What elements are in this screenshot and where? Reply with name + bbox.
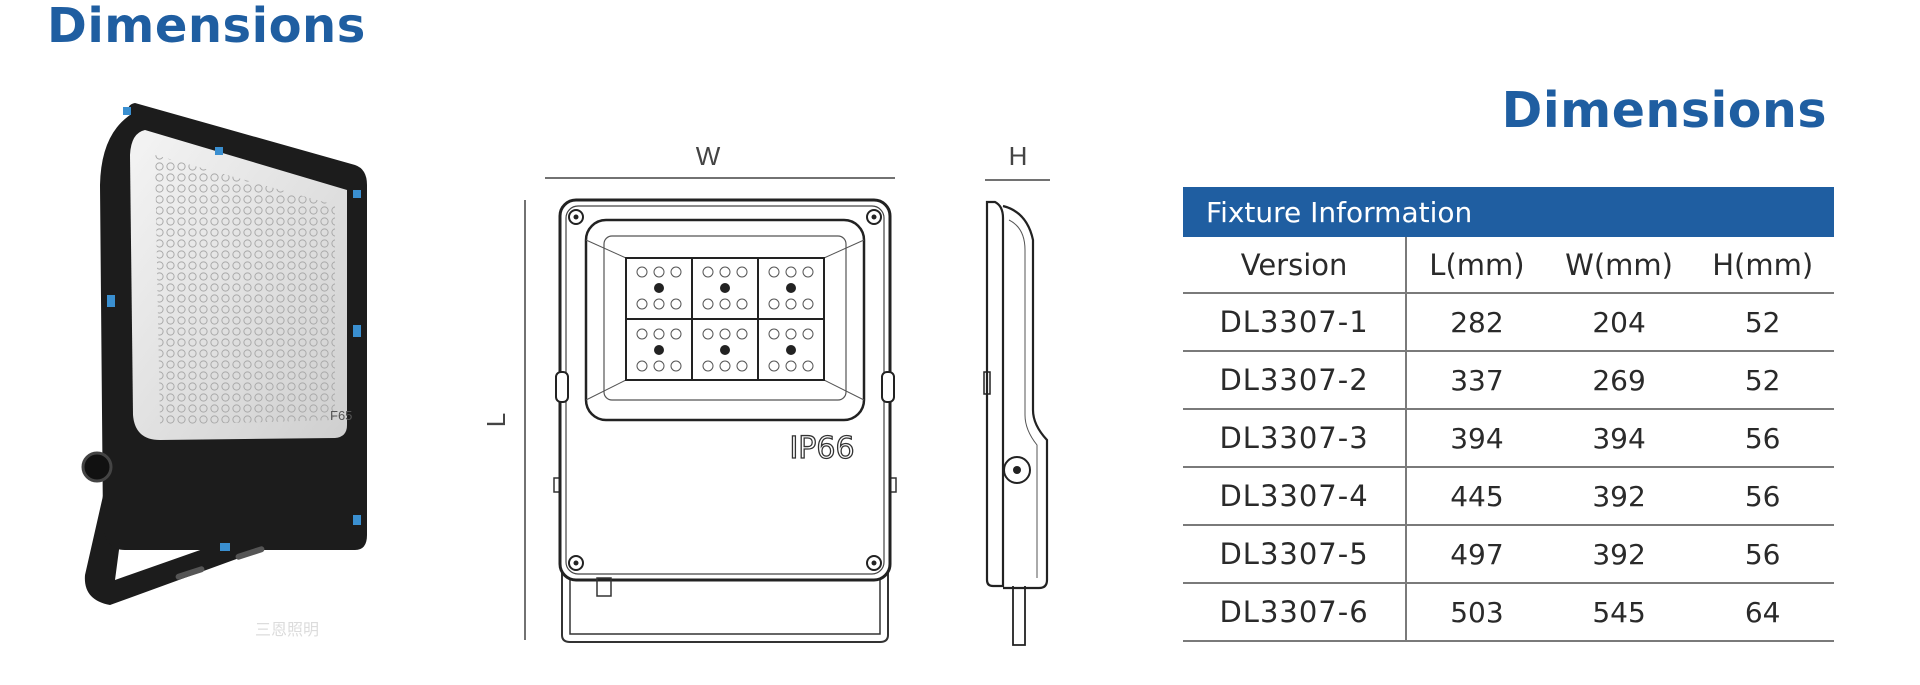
product-photo: F65 三恩照明: [81, 103, 367, 639]
cell-width: 394: [1546, 409, 1692, 468]
table-row: DL3307-1 282 204 52: [1183, 293, 1834, 352]
front-view-drawing: W L: [481, 141, 897, 643]
header-width: W(mm): [1546, 237, 1692, 294]
length-label: L: [481, 413, 511, 427]
cell-length: 497: [1406, 525, 1547, 584]
fixture-info-table: Fixture Information Version L(mm) W(mm) …: [1183, 187, 1834, 642]
cell-height: 56: [1691, 409, 1834, 468]
cell-version: DL3307-6: [1183, 583, 1408, 642]
table-row: DL3307-4 445 392 56: [1183, 467, 1834, 526]
page-title: Dimensions: [47, 0, 366, 54]
table-row: DL3307-5 497 392 56: [1183, 525, 1834, 584]
mounting-bracket: [84, 465, 326, 605]
cell-version: DL3307-2: [1183, 351, 1408, 410]
header-length: L(mm): [1406, 237, 1547, 294]
header-version: Version: [1183, 237, 1408, 294]
ip-rating-label: IP66: [789, 431, 854, 466]
table-row: DL3307-6 503 545 64: [1183, 583, 1834, 642]
table-header-row: Version L(mm) W(mm) H(mm): [1183, 237, 1834, 294]
cell-version: DL3307-3: [1183, 409, 1408, 468]
cell-length: 394: [1406, 409, 1547, 468]
cell-version: DL3307-1: [1183, 293, 1408, 352]
adjust-knob-icon: [81, 451, 113, 483]
cell-width: 269: [1546, 351, 1692, 410]
cell-length: 503: [1406, 583, 1547, 642]
cell-length: 337: [1406, 351, 1547, 410]
table-title: Fixture Information: [1183, 187, 1834, 237]
cell-height: 52: [1691, 351, 1834, 410]
cell-height: 52: [1691, 293, 1834, 352]
cell-height: 56: [1691, 525, 1834, 584]
panel-label: F65: [330, 408, 352, 423]
cell-height: 56: [1691, 467, 1834, 526]
side-view-drawing: H: [983, 141, 1050, 646]
cell-length: 445: [1406, 467, 1547, 526]
cell-width: 392: [1546, 525, 1692, 584]
cell-version: DL3307-5: [1183, 525, 1408, 584]
led-module-grid: [625, 257, 825, 381]
cell-height: 64: [1691, 583, 1834, 642]
table-row: DL3307-3 394 394 56: [1183, 409, 1834, 468]
section-title: Dimensions: [1501, 82, 1827, 139]
cell-width: 392: [1546, 467, 1692, 526]
cell-width: 204: [1546, 293, 1692, 352]
cell-length: 282: [1406, 293, 1547, 352]
watermark: 三恩照明: [255, 620, 319, 639]
header-height: H(mm): [1691, 237, 1834, 294]
cell-width: 545: [1546, 583, 1692, 642]
led-array: [155, 155, 335, 425]
width-label: W: [696, 141, 721, 171]
cell-version: DL3307-4: [1183, 467, 1408, 526]
table-row: DL3307-2 337 269 52: [1183, 351, 1834, 410]
height-label: H: [1009, 141, 1028, 171]
